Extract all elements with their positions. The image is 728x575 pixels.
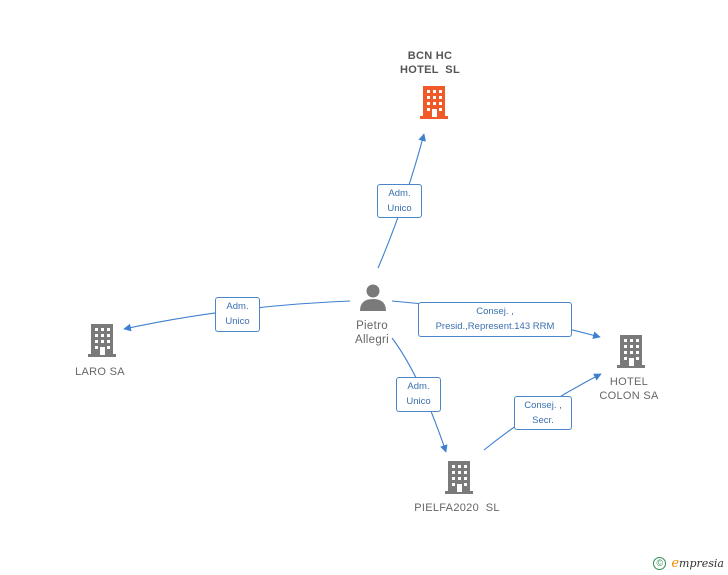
brand-logo-text: mpresia [679,557,724,570]
edge-label-pielfa-colon[interactable]: Consej. , Secr. [514,396,572,430]
node-label-bcn-hc-hotel[interactable]: BCN HC HOTEL SL [400,50,460,76]
edge-label-pietro-colon[interactable]: Consej. , Presid.,Represent.143 RRM [418,302,572,337]
edge-label-pietro-pielfa[interactable]: Adm. Unico [396,377,441,412]
node-label-laro-sa[interactable]: LARO SA [75,366,125,378]
building-icon [88,324,116,357]
edge-label-pietro-laro[interactable]: Adm. Unico [215,297,260,332]
building-icon [445,461,473,494]
building-icon [617,335,645,368]
person-icon [360,284,386,311]
node-label-hotel-colon-sa[interactable]: HOTEL COLON SA [599,376,659,402]
brand-logo-initial: e [671,556,680,571]
node-label-pietro-allegri[interactable]: Pietro Allegri [354,320,390,346]
copyright-icon: © [653,557,667,570]
node-label-pielfa2020-sl[interactable]: PIELFA2020 SL [414,502,500,514]
building-icon [420,86,448,119]
edge-label-pietro-bcn[interactable]: Adm. Unico [377,184,422,218]
